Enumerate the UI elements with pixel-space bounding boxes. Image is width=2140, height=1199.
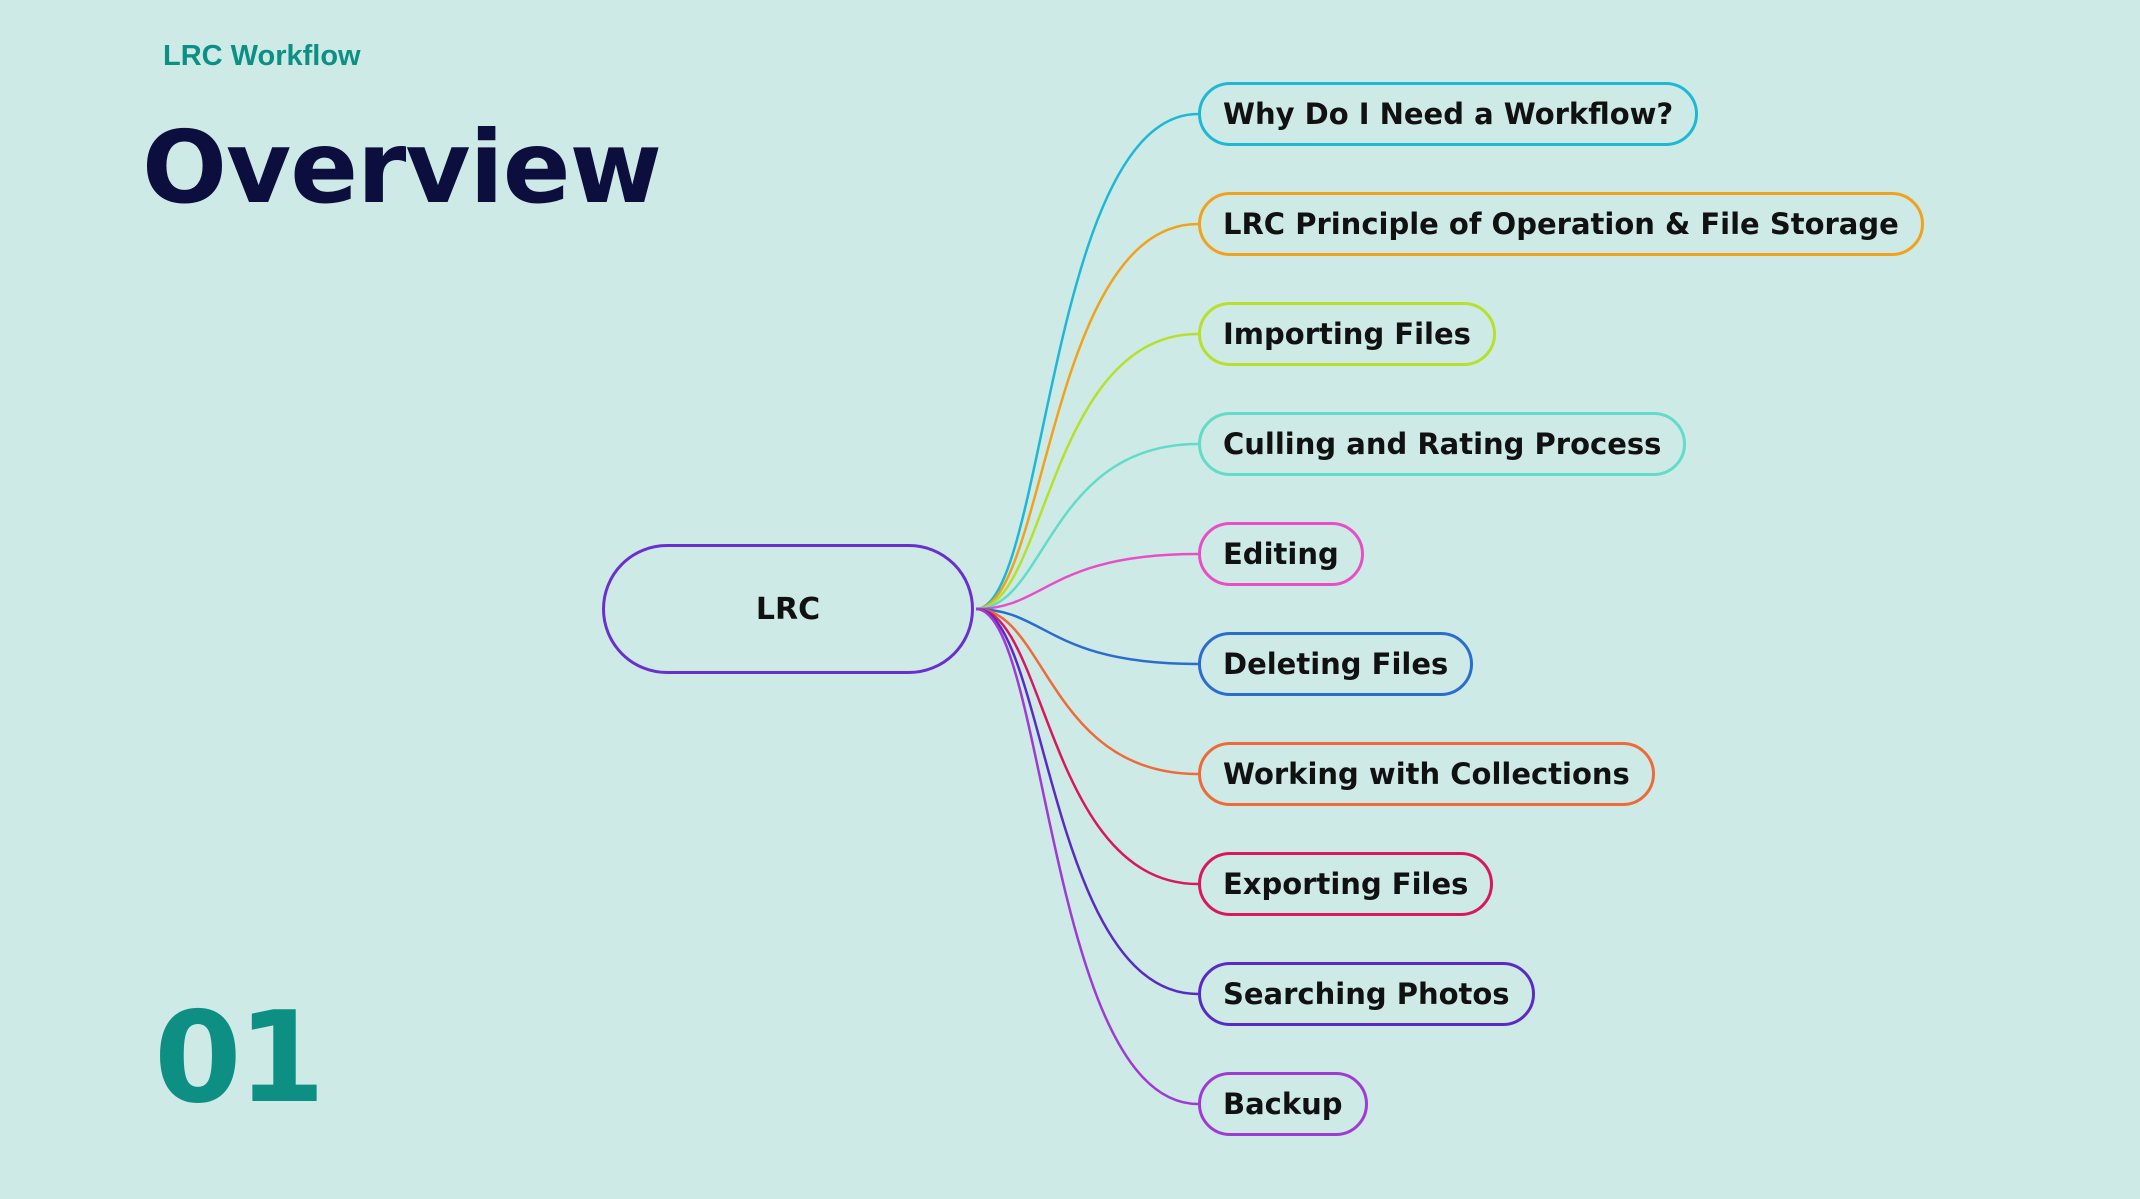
mindmap-branch-node: Searching Photos: [1198, 962, 1535, 1026]
connector-line: [975, 332, 1199, 611]
page-number: 01: [154, 984, 325, 1131]
mindmap-branch-node: Deleting Files: [1198, 632, 1474, 696]
connector-line: [975, 607, 1199, 996]
connector-line: [975, 607, 1199, 776]
mindmap-root-node: LRC: [602, 544, 974, 674]
connector-line: [975, 607, 1199, 1106]
mindmap-branch-node: Exporting Files: [1198, 852, 1494, 916]
connector-line: [975, 552, 1199, 611]
kicker-label: LRC Workflow: [163, 40, 361, 72]
mindmap-branch-node: Backup: [1198, 1072, 1368, 1136]
mindmap-branch-node: LRC Principle of Operation & File Storag…: [1198, 192, 1924, 256]
mindmap-branch-node: Working with Collections: [1198, 742, 1655, 806]
page-title: Overview: [142, 109, 662, 226]
connector-line: [975, 607, 1199, 666]
connector-line: [975, 442, 1199, 611]
connector-line: [975, 607, 1199, 886]
mindmap-branch-node: Importing Files: [1198, 302, 1496, 366]
connector-line: [975, 112, 1199, 611]
mindmap-branch-node: Why Do I Need a Workflow?: [1198, 82, 1699, 146]
mindmap-branch-node: Culling and Rating Process: [1198, 412, 1687, 476]
mindmap-branch-node: Editing: [1198, 522, 1364, 586]
connector-line: [975, 222, 1199, 611]
